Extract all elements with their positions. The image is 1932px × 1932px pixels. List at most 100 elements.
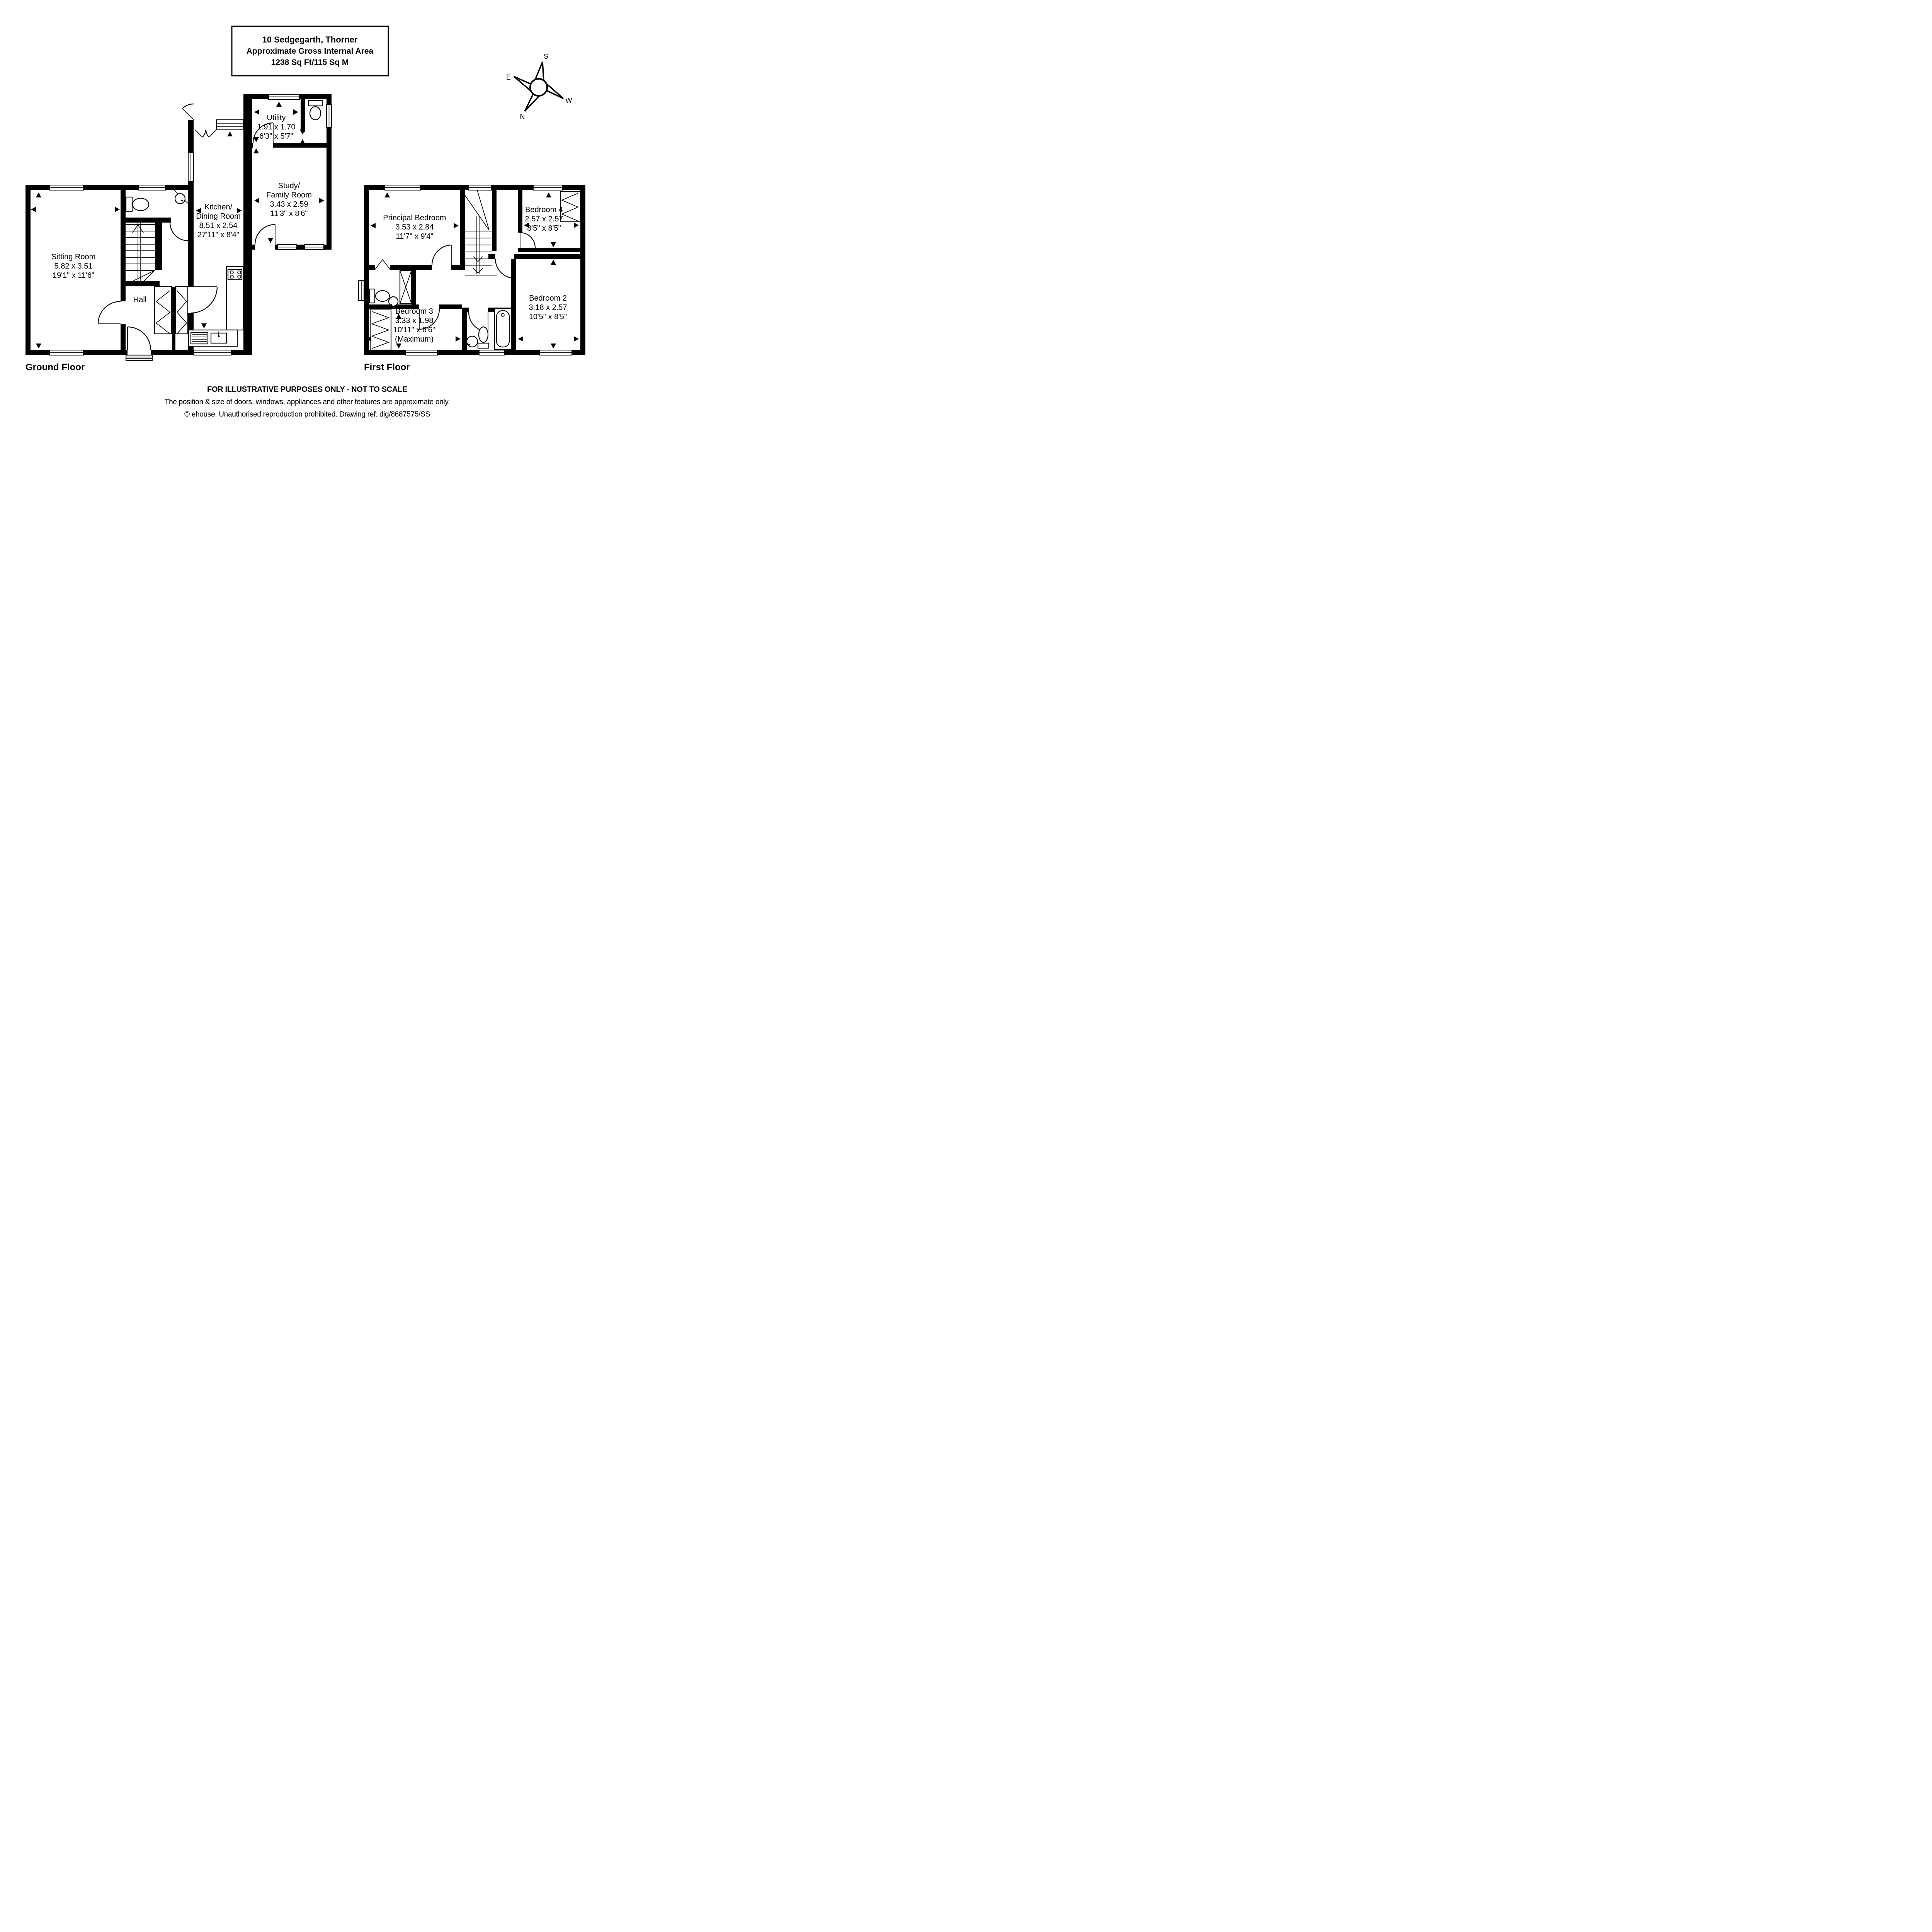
bedroom4-label: Bedroom 4 2.57 x 2.57 8'5" x 8'5" xyxy=(525,206,563,233)
utility-metric: 1.91 x 1.70 xyxy=(257,123,296,131)
ground-windows xyxy=(49,94,332,355)
staircase-ground xyxy=(124,222,155,286)
compass-rose: S E W N xyxy=(506,53,572,121)
kitchen-sink-icon xyxy=(188,329,238,347)
door-hall-kitchen xyxy=(190,286,218,314)
bedroom4-metric: 2.57 x 2.57 xyxy=(525,215,563,223)
door-sitting-room xyxy=(97,301,121,324)
porch-step xyxy=(125,354,153,361)
title-address: 10 Sedgegarth, Thorner xyxy=(262,35,358,44)
principal-imperial: 11'7" x 9'4" xyxy=(396,232,433,241)
door-french-left xyxy=(195,129,206,138)
kitchen-imperial: 27'11" x 8'4" xyxy=(197,231,239,239)
study-imperial: 11'3" x 8'6" xyxy=(270,209,308,218)
principal-metric: 3.53 x 2.84 xyxy=(396,223,434,231)
sitting-room-name: Sitting Room xyxy=(51,253,96,261)
window xyxy=(358,280,364,301)
window xyxy=(304,244,324,250)
door-wc xyxy=(169,222,189,242)
footer: FOR ILLUSTRATIVE PURPOSES ONLY - NOT TO … xyxy=(165,385,450,418)
first-walls xyxy=(364,185,585,355)
hall-label: Hall xyxy=(133,296,146,304)
kitchen-name-2: Dining Room xyxy=(196,212,241,221)
bedroom4-name: Bedroom 4 xyxy=(525,206,563,214)
first-windows xyxy=(358,185,572,355)
compass-north-label: N xyxy=(520,113,525,121)
bedroom3-wardrobe xyxy=(369,308,392,351)
compass-arm-west xyxy=(544,80,564,99)
utility-imperial: 6'3" x 5'7" xyxy=(259,132,293,141)
floorplan-drawing: 10 Sedgegarth, Thorner Approximate Gross… xyxy=(26,26,585,418)
wc-toilet-icon xyxy=(125,196,150,213)
bedroom4-wardrobe xyxy=(560,191,581,223)
door-french-right xyxy=(205,129,217,138)
first-floor-plan: Principal Bedroom 3.53 x 2.84 11'7" x 9'… xyxy=(358,185,585,355)
footer-disclaimer: FOR ILLUSTRATIVE PURPOSES ONLY - NOT TO … xyxy=(207,385,407,394)
compass-arm-south xyxy=(534,61,544,81)
floor-labels: Ground Floor First Floor xyxy=(26,362,410,372)
window xyxy=(194,350,231,355)
window xyxy=(468,185,492,190)
sitting-room-label: Sitting Room 5.82 x 3.51 19'1" x 11'6" xyxy=(51,253,96,280)
bedroom3-note: (Maximum) xyxy=(395,335,434,344)
bedroom3-imperial: 10'11" x 6'6" xyxy=(393,326,435,334)
hall-cupboard xyxy=(154,286,189,335)
bedroom2-label: Bedroom 2 3.18 x 2.57 10'5" x 8'5" xyxy=(529,294,567,321)
window xyxy=(216,119,244,130)
compass-circle xyxy=(529,78,548,97)
study-name-1: Study/ xyxy=(278,182,300,190)
bedroom2-name: Bedroom 2 xyxy=(529,294,567,303)
sitting-room-imperial: 19'1" x 11'6" xyxy=(53,271,94,280)
compass-south-label: S xyxy=(544,53,548,60)
study-metric: 3.43 x 2.59 xyxy=(270,200,308,209)
window xyxy=(188,152,194,182)
window xyxy=(533,185,563,190)
shower-icon xyxy=(399,270,412,304)
bathroom-basin-icon xyxy=(466,335,478,348)
bedroom3-name: Bedroom 3 xyxy=(395,307,433,316)
compass-east-label: E xyxy=(506,73,511,81)
title-area: 1238 Sq Ft/115 Sq M xyxy=(271,58,349,67)
utility-wc-toilet-icon xyxy=(308,100,323,121)
footer-approximate-note: The position & size of doors, windows, a… xyxy=(165,398,450,406)
title-subtitle: Approximate Gross Internal Area xyxy=(247,47,374,56)
window xyxy=(49,185,84,190)
kitchen-name-1: Kitchen/ xyxy=(204,203,233,211)
sitting-room-metric: 5.82 x 3.51 xyxy=(54,262,93,270)
title-box-border xyxy=(231,26,389,77)
bedroom2-imperial: 10'5" x 8'5" xyxy=(529,313,567,321)
bedroom3-label: Bedroom 3 3.33 x 1.98 10'11" x 6'6" (Max… xyxy=(393,307,435,344)
staircase-first xyxy=(464,190,497,276)
door-ensuite-bifold xyxy=(374,259,391,270)
door-bedroom2 xyxy=(495,259,514,279)
first-floor-label: First Floor xyxy=(364,362,410,372)
wc-basin-icon xyxy=(173,189,188,204)
door-study xyxy=(254,224,276,245)
floorplan-page: 10 Sedgegarth, Thorner Approximate Gross… xyxy=(0,0,615,434)
window xyxy=(479,350,505,355)
ground-doors xyxy=(97,103,276,350)
ensuite-basin-icon xyxy=(388,296,399,307)
door-utility xyxy=(252,122,274,143)
window xyxy=(405,350,438,355)
bedroom4-imperial: 8'5" x 8'5" xyxy=(527,224,561,233)
principal-name: Principal Bedroom xyxy=(383,214,446,222)
hob-icon xyxy=(227,269,243,281)
footer-copyright: © ehouse. Unauthorised reproduction proh… xyxy=(184,410,430,418)
study-family-label: Study/ Family Room 3.43 x 2.59 11'3" x 8… xyxy=(266,182,312,218)
ground-floor-label: Ground Floor xyxy=(26,362,85,372)
bath-icon xyxy=(494,308,512,350)
window xyxy=(277,244,297,250)
window xyxy=(49,350,84,355)
bedroom2-metric: 3.18 x 2.57 xyxy=(529,303,567,312)
door-principal xyxy=(431,244,452,265)
title-box: 10 Sedgegarth, Thorner Approximate Gross… xyxy=(231,26,389,77)
bedroom3-metric: 3.33 x 1.98 xyxy=(395,316,434,325)
window xyxy=(384,185,421,190)
window xyxy=(268,94,300,100)
window xyxy=(326,104,332,128)
bathroom-toilet-icon xyxy=(477,326,490,349)
door-front xyxy=(127,326,151,350)
kitchen-metric: 8.51 x 2.54 xyxy=(199,221,238,230)
hall-name: Hall xyxy=(133,296,146,304)
